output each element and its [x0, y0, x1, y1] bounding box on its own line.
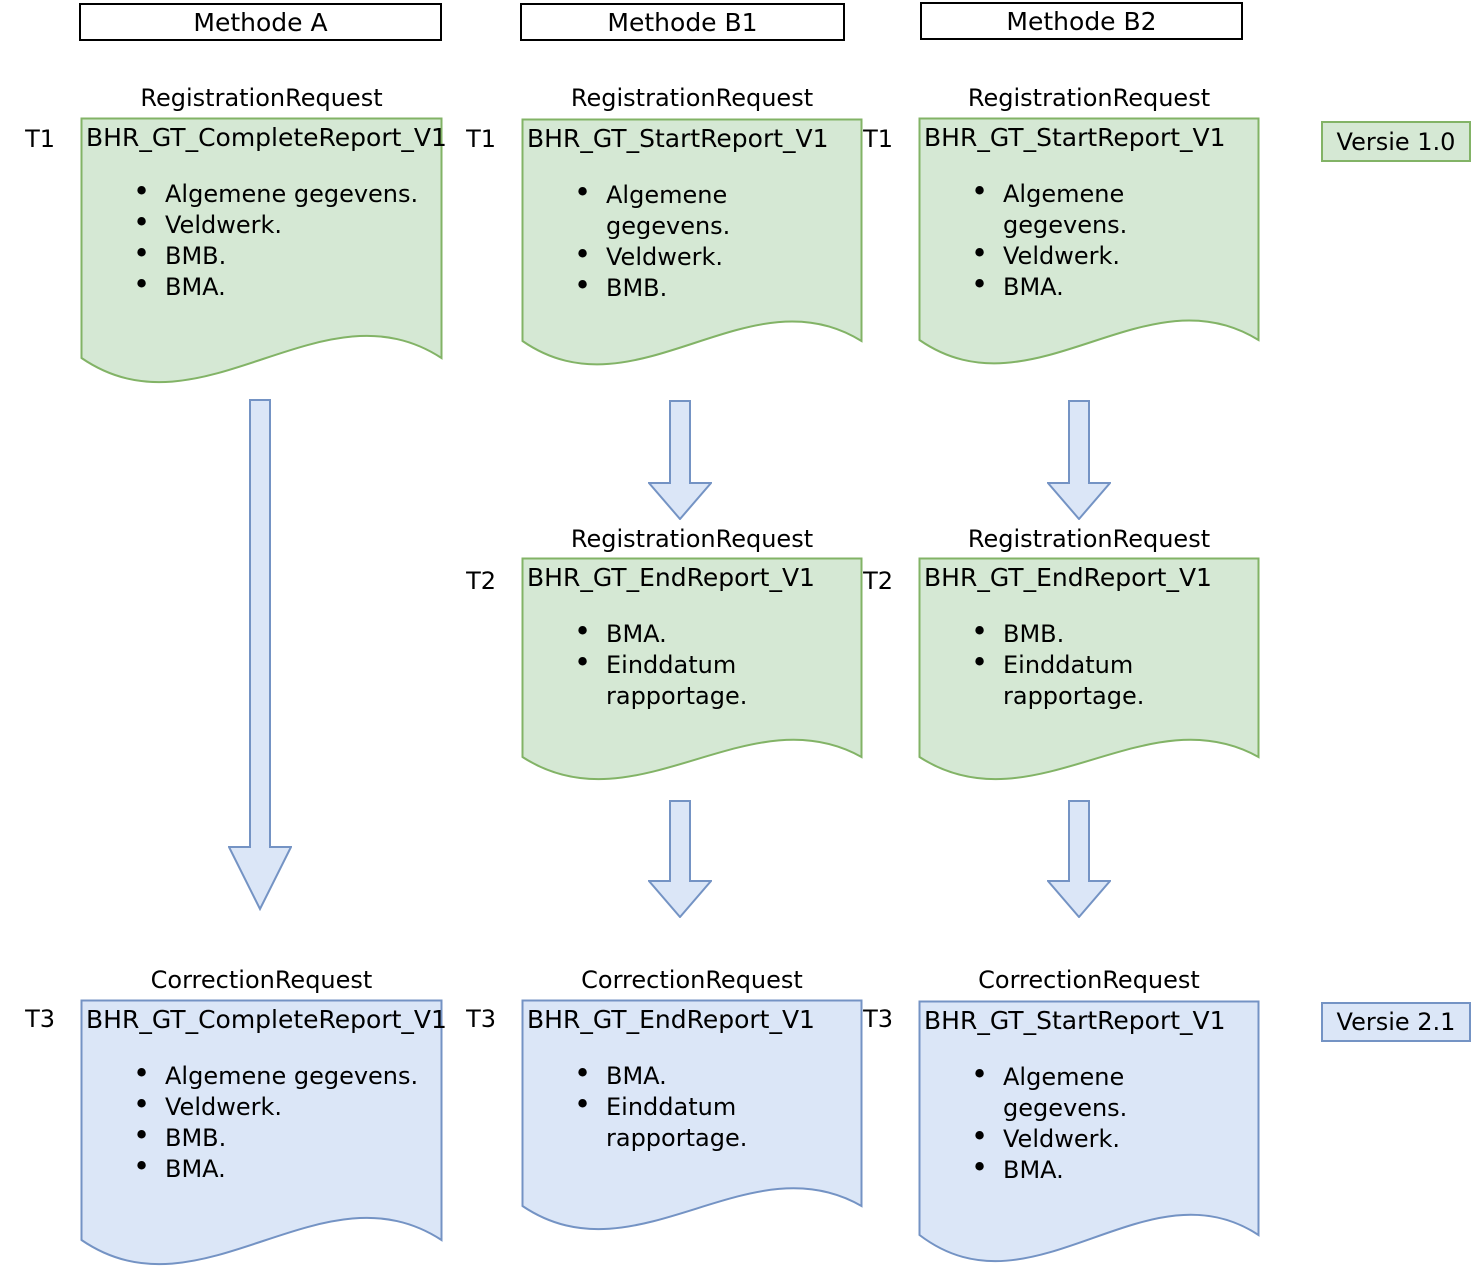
message-title: BHR_GT_StartReport_V1: [924, 123, 1226, 152]
flow-arrow-icon: [648, 400, 712, 520]
message-title: BHR_GT_CompleteReport_V1: [86, 1005, 447, 1034]
document-shape-b1-t2: BHR_GT_EndReport_V1 BMA. Einddatum rappo…: [521, 557, 863, 818]
message-title: BHR_GT_EndReport_V1: [527, 563, 815, 592]
list-item: Algemene gegevens.: [971, 1059, 1251, 1124]
list-item: Einddatum rapportage.: [971, 647, 1251, 712]
time-label-t3: T3: [25, 1005, 55, 1033]
list-item: Algemene gegevens.: [133, 176, 434, 210]
flow-arrow-icon: [228, 399, 292, 911]
content-list: BMA. Einddatum rapportage.: [522, 1058, 862, 1154]
time-label-t1: T1: [863, 125, 893, 153]
document-shape-b1-t1: BHR_GT_StartReport_V1 Algemene gegevens.…: [521, 118, 863, 404]
document-shape-b2-t3: BHR_GT_StartReport_V1 Algemene gegevens.…: [918, 1000, 1260, 1282]
flow-arrow-icon: [1047, 800, 1111, 918]
document-shape-b2-t1: BHR_GT_StartReport_V1 Algemene gegevens.…: [918, 117, 1260, 403]
request-type-label: RegistrationRequest: [570, 525, 814, 553]
list-item: BMB.: [574, 270, 854, 304]
list-item: BMA.: [971, 1152, 1251, 1186]
message-title: BHR_GT_EndReport_V1: [527, 1005, 815, 1034]
content-list: BMB. Einddatum rapportage.: [919, 616, 1259, 712]
list-item: Algemene gegevens.: [133, 1058, 434, 1092]
request-type-label: RegistrationRequest: [570, 84, 814, 112]
list-item: BMB.: [133, 1120, 434, 1154]
list-item: Veldwerk.: [133, 207, 434, 241]
content-list: Algemene gegevens. Veldwerk. BMB. BMA.: [81, 176, 442, 303]
content-list: BMA. Einddatum rapportage.: [522, 616, 862, 712]
list-item: Veldwerk.: [971, 1121, 1251, 1155]
message-title: BHR_GT_EndReport_V1: [924, 563, 1212, 592]
request-type-label: RegistrationRequest: [967, 84, 1211, 112]
list-item: BMA.: [133, 1151, 434, 1185]
list-item: BMA.: [971, 269, 1251, 303]
time-label-t1: T1: [466, 125, 496, 153]
list-item: Einddatum rapportage.: [574, 647, 854, 712]
list-item: BMA.: [574, 1058, 854, 1092]
list-item: Veldwerk.: [971, 238, 1251, 272]
list-item: BMA.: [133, 269, 434, 303]
time-label-t2: T2: [863, 567, 893, 595]
list-item: Veldwerk.: [574, 239, 854, 273]
version-badge-2-1: Versie 2.1: [1321, 1002, 1471, 1042]
list-item: Einddatum rapportage.: [574, 1089, 854, 1154]
flow-arrow-icon: [648, 800, 712, 918]
list-item: BMB.: [133, 238, 434, 272]
content-list: Algemene gegevens. Veldwerk. BMA.: [919, 1059, 1259, 1186]
request-type-label: CorrectionRequest: [150, 966, 373, 994]
version-badge-1-0: Versie 1.0: [1321, 121, 1471, 162]
message-title: BHR_GT_CompleteReport_V1: [86, 123, 447, 152]
document-shape-a-t1: BHR_GT_CompleteReport_V1 Algemene gegeve…: [80, 117, 447, 418]
document-shape-b1-t3: BHR_GT_EndReport_V1 BMA. Einddatum rappo…: [521, 999, 863, 1268]
time-label-t1: T1: [25, 125, 55, 153]
content-list: Algemene gegevens. Veldwerk. BMB. BMA.: [81, 1058, 442, 1185]
method-header-b2: Methode B2: [920, 2, 1243, 40]
method-header-a: Methode A: [79, 3, 442, 41]
list-item: Veldwerk.: [133, 1089, 434, 1123]
request-type-label: CorrectionRequest: [581, 966, 803, 994]
document-shape-b2-t2: BHR_GT_EndReport_V1 BMB. Einddatum rappo…: [918, 557, 1260, 818]
request-type-label: CorrectionRequest: [978, 966, 1200, 994]
message-title: BHR_GT_StartReport_V1: [924, 1006, 1226, 1035]
document-shape-a-t3: BHR_GT_CompleteReport_V1 Algemene gegeve…: [80, 999, 447, 1282]
request-type-label: RegistrationRequest: [140, 84, 383, 112]
time-label-t2: T2: [466, 567, 496, 595]
list-item: Algemene gegevens.: [574, 177, 854, 242]
list-item: BMA.: [574, 616, 854, 650]
time-label-t3: T3: [466, 1005, 496, 1033]
content-list: Algemene gegevens. Veldwerk. BMA.: [919, 176, 1259, 303]
time-label-t3: T3: [863, 1005, 893, 1033]
method-header-b1: Methode B1: [520, 3, 845, 41]
request-type-label: RegistrationRequest: [967, 525, 1211, 553]
list-item: BMB.: [971, 616, 1251, 650]
content-list: Algemene gegevens. Veldwerk. BMB.: [522, 177, 862, 304]
list-item: Algemene gegevens.: [971, 176, 1251, 241]
message-title: BHR_GT_StartReport_V1: [527, 124, 829, 153]
flow-arrow-icon: [1047, 400, 1111, 520]
